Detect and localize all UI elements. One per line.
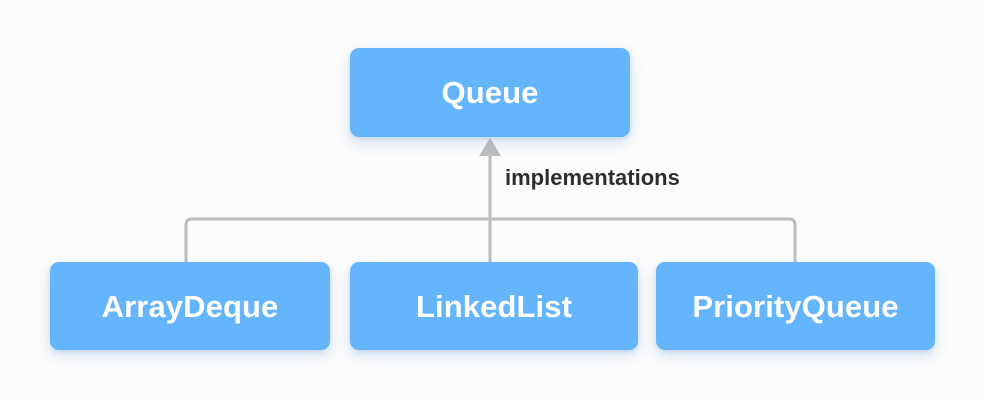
arrow-up-icon — [479, 138, 501, 156]
node-queue-label: Queue — [441, 75, 539, 110]
node-arraydeque-label: ArrayDeque — [101, 288, 279, 324]
connector-bus-path — [184, 217, 797, 262]
edge-label-implementations: implementations — [505, 165, 680, 190]
node-priorityqueue-label: PriorityQueue — [692, 288, 899, 324]
node-linkedlist[interactable]: LinkedList — [350, 262, 638, 350]
node-queue[interactable]: Queue — [350, 48, 630, 137]
node-linkedlist-label: LinkedList — [415, 288, 572, 324]
node-priorityqueue[interactable]: PriorityQueue — [656, 262, 935, 350]
node-arraydeque[interactable]: ArrayDeque — [50, 262, 330, 350]
